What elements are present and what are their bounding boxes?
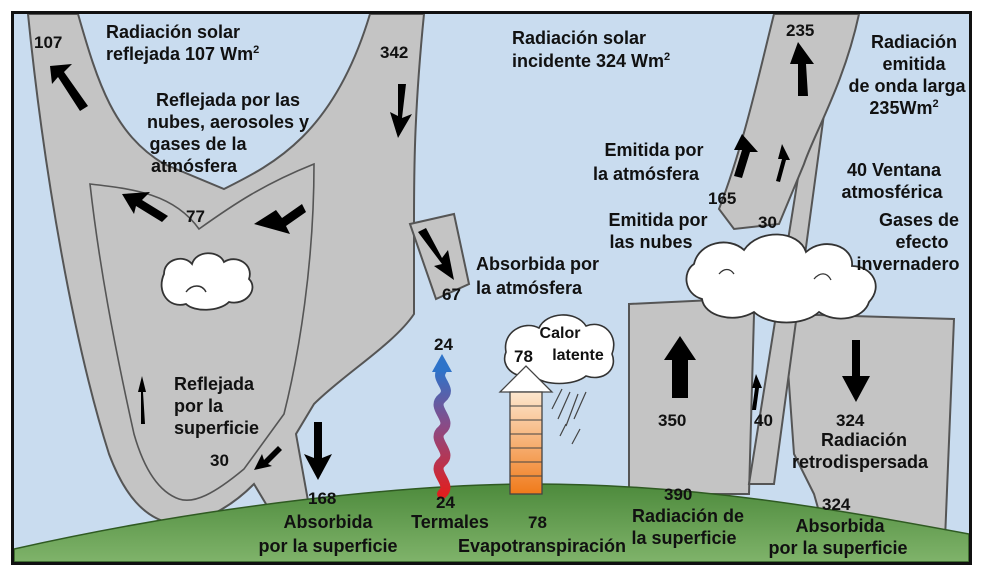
absorbed-atmosphere-label-2: la atmósfera [476,278,583,298]
arrow-107-icon [50,64,88,111]
value-324-ground: 324 [822,495,851,514]
reflected-inner-loop [89,162,315,501]
back-radiation-label-2: retrodispersada [792,452,929,472]
surface-radiation-band [628,297,756,495]
greenhouse-label-3: invernadero [856,254,959,274]
arrow-235-icon [790,42,814,96]
back-radiation-label-1: Radiación [821,430,907,450]
reflected-clouds-label-2: nubes, aerosoles y [147,112,309,132]
surface-radiation-label-1: Radiación de [632,506,744,526]
arrow-window-bottom-icon [752,374,762,410]
arrow-77-icon [122,192,168,222]
arrow-324-icon [842,340,870,402]
reflected-clouds-label-3: gases de la [149,134,247,154]
absorbed-atmosphere-label-1: Absorbida por [476,254,599,274]
value-24-top: 24 [434,335,453,354]
value-40: 40 [754,411,773,430]
absorbed-surface-right-label-2: por la superficie [768,538,907,558]
rain-icon [551,388,587,445]
arrow-350-icon [664,336,696,398]
value-324-back: 324 [836,411,865,430]
value-350: 350 [658,411,686,430]
reflected-surface-label-1: Reflejada [174,374,255,394]
flow-arrows [50,42,870,480]
absorbed-surface-left-label-1: Absorbida [283,512,373,532]
arrow-window-top-icon [776,144,790,182]
latent-heat-arrow-icon [498,365,554,495]
thermals-label: Termales [411,512,489,532]
cloud-left [160,252,254,311]
absorbed-surface-left-label-2: por la superficie [258,536,397,556]
window-label-2: atmosférica [841,182,943,202]
cloud-right [685,233,877,324]
arrow-incoming-cloud-icon [254,204,306,234]
arrow-168-icon [304,422,332,480]
value-30-surface: 30 [210,451,229,470]
reflected-solar-title-2: reflejada 107 Wm2 [106,44,259,64]
value-235: 235 [786,21,814,40]
value-77: 77 [186,207,205,226]
value-342: 342 [380,43,408,62]
diagram-frame: Radiación solar reflejada 107 Wm2 Radiac… [11,11,972,565]
emitted-clouds-label-1: Emitida por [608,210,707,230]
emitted-atmosphere-label-2: la atmósfera [593,164,700,184]
outgoing-longwave-band [717,14,861,231]
emitted-clouds-label-2: las nubes [609,232,692,252]
diagram-canvas: Radiación solar reflejada 107 Wm2 Radiac… [14,14,969,562]
value-168: 168 [308,489,336,508]
value-78-ground: 78 [528,513,547,532]
reflected-surface-label-2: por la [174,396,224,416]
surface-radiation-label-2: la superficie [631,528,736,548]
emitted-atmosphere-label-1: Emitida por [604,140,703,160]
arrow-67-icon [418,228,454,280]
outgoing-title-3: de onda larga [848,76,966,96]
incident-solar-title-2: incidente 324 Wm2 [512,51,670,71]
thermals-arrow-icon [432,354,452,499]
latent-heat-label-2: latente [552,347,604,364]
value-107: 107 [34,33,62,52]
outgoing-title-1: Radiación [871,32,957,52]
greenhouse-label-1: Gases de [879,210,959,230]
value-78-cloud: 78 [514,347,533,366]
outgoing-title-2: emitida [882,54,946,74]
value-30-window: 30 [758,213,777,232]
reflected-clouds-label-1: Reflejada por las [156,90,300,110]
outgoing-title-4: 235Wm2 [869,98,938,118]
arrow-reflected-surface-icon [138,376,146,424]
latent-heat-label-1: Calor [540,325,581,342]
back-radiation-band [782,312,956,562]
value-165: 165 [708,189,736,208]
reflected-solar-title-1: Radiación solar [106,22,240,42]
value-24-ground: 24 [436,493,455,512]
greenhouse-label-2: efecto [895,232,948,252]
value-390: 390 [664,485,692,504]
incident-solar-title-1: Radiación solar [512,28,646,48]
arrow-342-icon [390,84,412,138]
window-label-1: 40 Ventana [847,160,942,180]
arrow-165-icon [734,134,758,178]
arrow-30-icon [254,446,282,470]
absorbed-surface-right-label-1: Absorbida [795,516,885,536]
reflected-surface-label-3: superficie [174,418,259,438]
reflected-clouds-label-4: atmósfera [151,156,238,176]
value-67: 67 [442,285,461,304]
evapotranspiration-label: Evapotranspiración [458,536,626,556]
